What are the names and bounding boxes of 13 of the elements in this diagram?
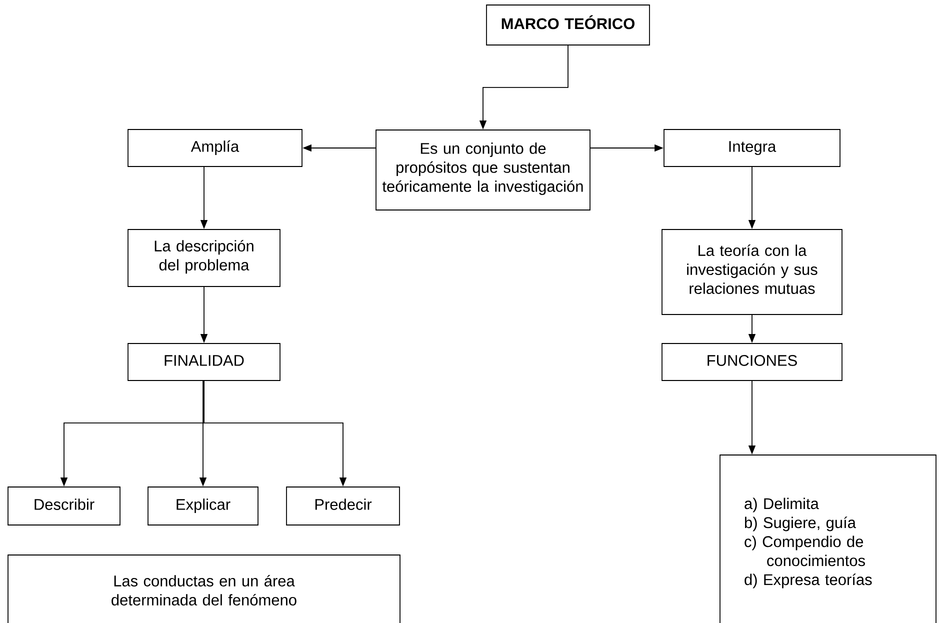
concept-box: Es un conjunto de propósitos que sustentan teóricamente la investigación [376,130,590,210]
concept-box: FUNCIONES [662,343,842,381]
concept-box: Integra [664,129,840,167]
concept-box: Amplía [128,129,302,167]
concept-box: La teoría con la investigación y sus relaciones mutuas [662,229,842,315]
concept-box: Describir [8,486,120,526]
title-box: MARCO TEÓRICO [486,4,650,46]
concept-box: Explicar [148,486,258,526]
concept-box: Predecir [286,486,400,526]
concept-box: Las conductas en un área determinada del fenómeno [8,554,400,623]
concept-box: La descripción del problema [128,229,280,287]
list-box: a) Delimita b) Sugiere, guía c) Compendio de conocimientos d) Expresa teorías [720,454,936,623]
concept-box: FINALIDAD [128,343,280,381]
